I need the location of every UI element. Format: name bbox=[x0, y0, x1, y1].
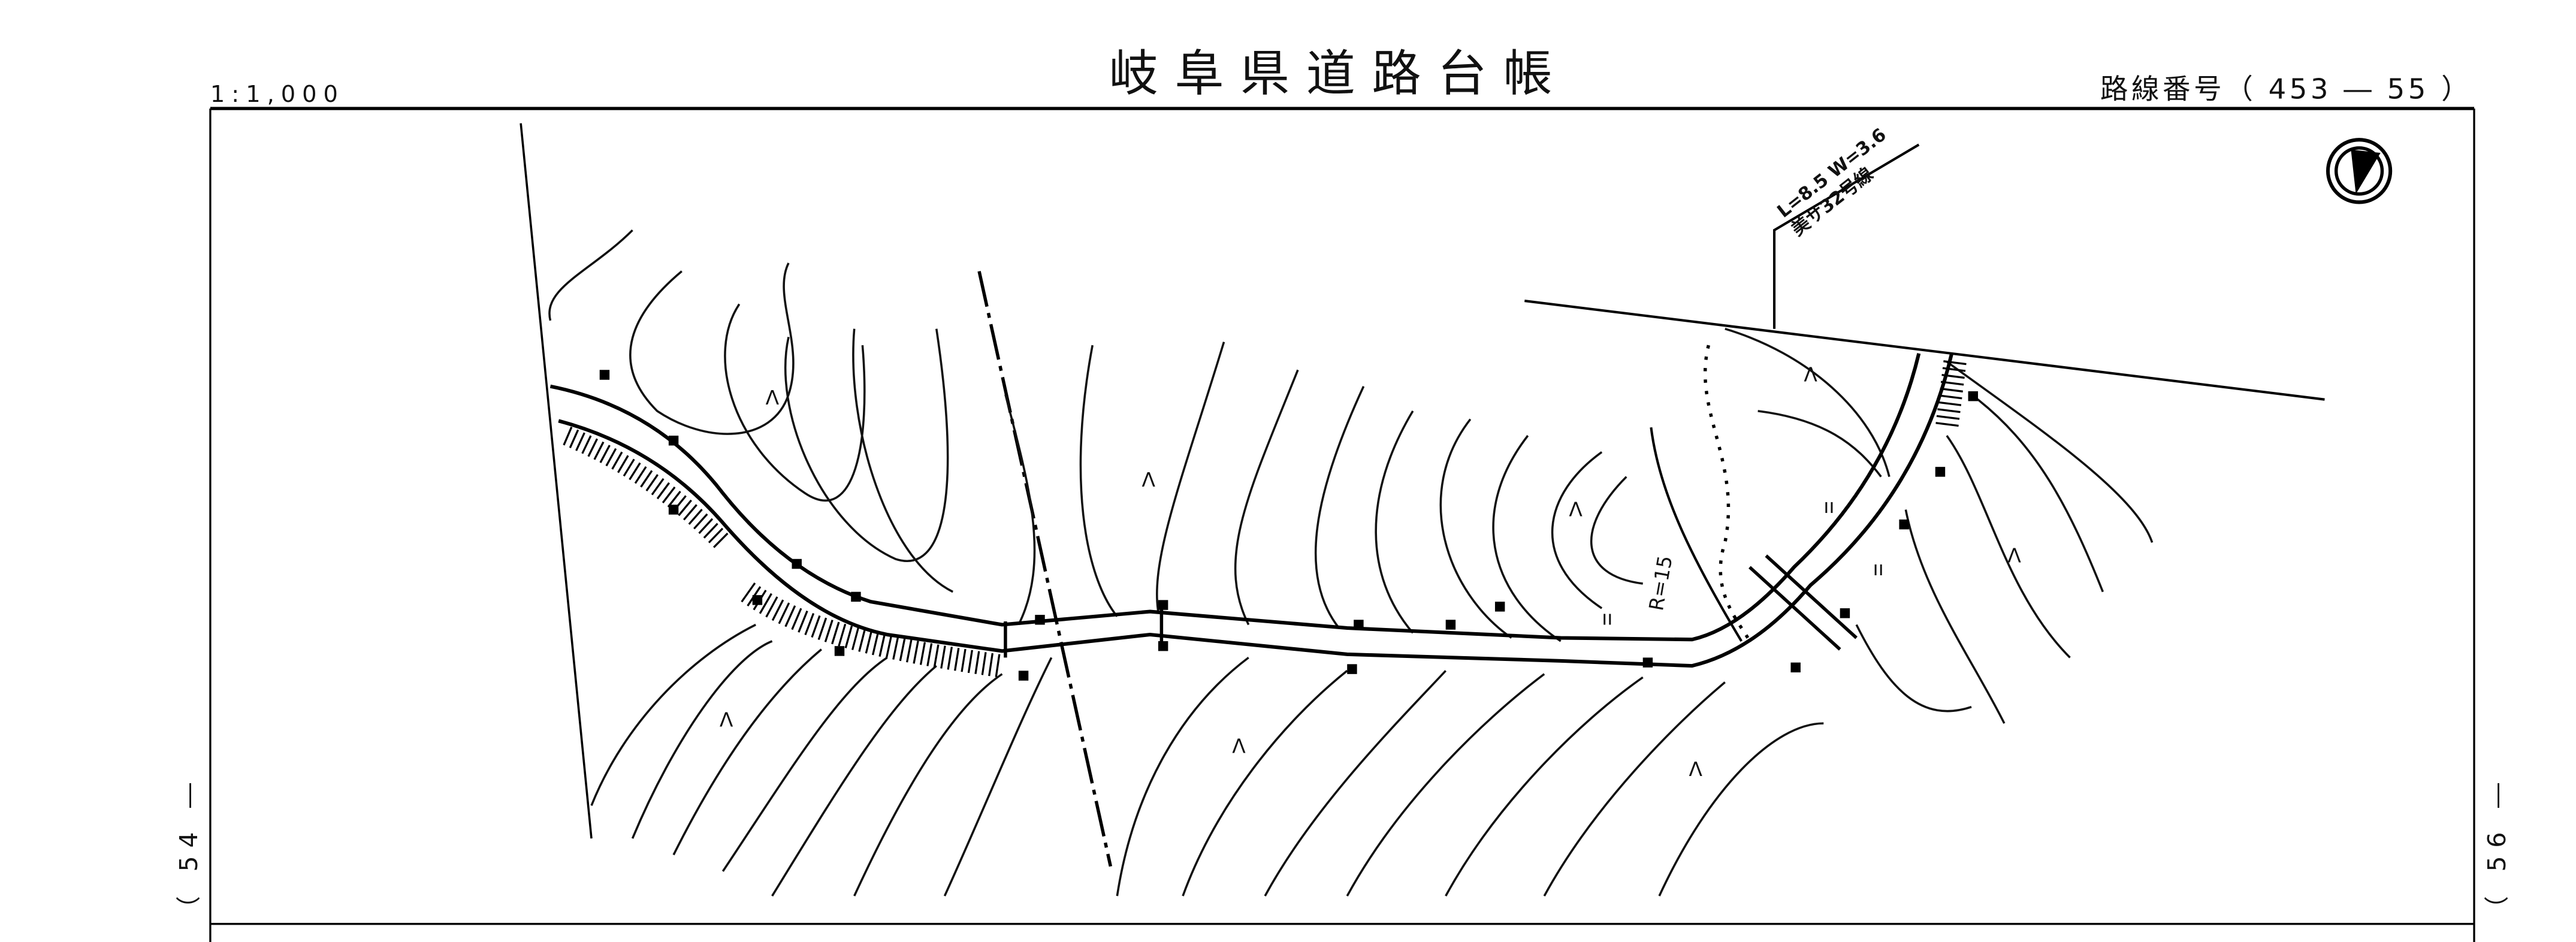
left-adjacent-sheet-label: （ 54 ― bbox=[174, 775, 203, 920]
stream-dotted-line bbox=[1703, 345, 1751, 642]
branch-road-leader bbox=[1772, 143, 1920, 329]
terrain-symbols: Λ Λ Λ Λ Λ Λ Λ Λ ıı ıı ıı bbox=[720, 363, 2021, 780]
boundary-line bbox=[1524, 300, 2325, 401]
ditch-line bbox=[1650, 427, 1743, 642]
route-number-label: 路線番号（ 453 ― 55 ） bbox=[2100, 73, 2472, 105]
wasteland-symbol: Λ bbox=[1569, 497, 1583, 521]
boundary-line bbox=[520, 123, 593, 839]
slope-hatching bbox=[563, 426, 730, 550]
grass-symbol: ıı bbox=[1602, 606, 1612, 630]
grass-symbol: ıı bbox=[1873, 557, 1884, 580]
boundary-line-dashed bbox=[977, 271, 1113, 867]
survey-markers bbox=[599, 370, 1979, 681]
wasteland-symbol: Λ bbox=[1141, 468, 1155, 491]
wasteland-symbol: Λ bbox=[1804, 363, 1817, 386]
main-road bbox=[549, 353, 1954, 668]
map-frame bbox=[209, 107, 2475, 942]
page-title: 岐阜県道路台帳 bbox=[1109, 46, 1569, 102]
scale-label: 1:1,000 bbox=[210, 81, 345, 108]
north-arrow-icon bbox=[2326, 138, 2393, 204]
contour-lines bbox=[548, 229, 2154, 897]
wasteland-symbol: Λ bbox=[720, 708, 733, 732]
slope-hatching bbox=[741, 582, 1001, 678]
wasteland-symbol: Λ bbox=[1689, 757, 1702, 781]
wasteland-symbol: Λ bbox=[2007, 544, 2021, 567]
right-adjacent-sheet-label: （ 56 ― bbox=[2483, 775, 2511, 920]
grass-symbol: ıı bbox=[1823, 494, 1834, 518]
wasteland-symbol: Λ bbox=[766, 386, 780, 409]
curve-radius-label: R=15 bbox=[1644, 554, 1677, 612]
wasteland-symbol: Λ bbox=[1232, 734, 1246, 757]
